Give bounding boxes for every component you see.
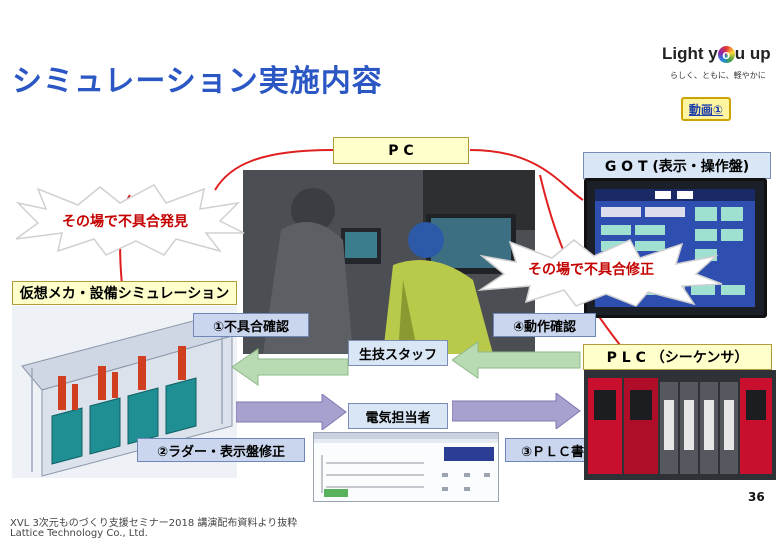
- step-1-arrow: [232, 348, 349, 386]
- engineers-photo-illustration: [243, 170, 535, 354]
- step-2-label: ②ラダー・表示盤修正: [137, 438, 305, 462]
- engineers-photo: [243, 170, 535, 354]
- page-number: 36: [748, 490, 765, 504]
- issue-found-text: その場で不具合発見: [62, 214, 188, 230]
- production-staff-label: 生技スタッフ: [348, 340, 448, 366]
- step-4-label: ④動作確認: [493, 313, 596, 337]
- simulation-label: 仮想メカ・設備シミュレーション: [12, 281, 237, 305]
- footer-source: XVL 3次元ものづくり支援セミナー2018 講演配布資料より抜粋: [10, 518, 298, 529]
- pc-label: P C: [333, 137, 469, 164]
- step-2-arrow: [236, 394, 347, 430]
- plc-hardware: [584, 370, 776, 480]
- logo-prefix: Light y: [662, 44, 718, 63]
- plc-hardware-illustration: [584, 370, 776, 480]
- plc-label: P L C （シーケンサ）: [583, 344, 772, 370]
- footer-company: Lattice Technology Co., Ltd.: [10, 528, 148, 539]
- step-4-arrow: [452, 341, 581, 379]
- page-title: シミュレーション実施内容: [12, 64, 383, 99]
- issue-fixed-burst: [477, 239, 723, 307]
- logo-o: o: [717, 46, 735, 63]
- logo-suffix: u up: [734, 44, 771, 63]
- step-1-label: ①不具合確認: [193, 313, 309, 337]
- video-link-badge[interactable]: 動画①: [681, 97, 731, 121]
- ladder-editor-screenshot: [313, 432, 499, 502]
- issue-fixed-text: その場で不具合修正: [528, 262, 654, 278]
- step-3-arrow: [452, 393, 581, 429]
- ladder-editor-illustration: [314, 433, 498, 497]
- logo-subtitle: らしく、ともに、軽やかに: [670, 71, 766, 80]
- got-label: G O T (表示・操作盤): [583, 152, 771, 179]
- issue-found-burst: [15, 184, 245, 256]
- electrical-engineer-label: 電気担当者: [348, 403, 448, 429]
